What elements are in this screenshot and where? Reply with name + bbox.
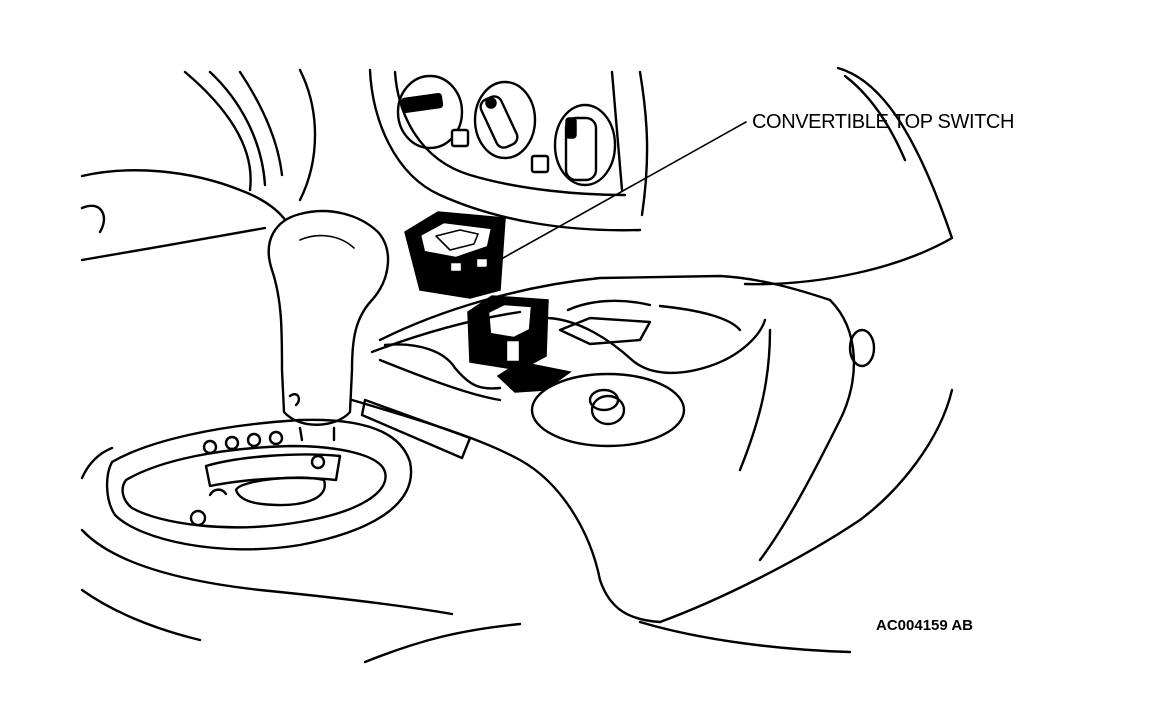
convertible-top-switch — [404, 211, 506, 299]
shift-gate-bezel — [105, 418, 413, 551]
figure-reference-code: AC004159 AB — [876, 617, 973, 634]
lower-trim — [80, 446, 852, 664]
console-body — [350, 274, 954, 624]
callout-label-convertible-top-switch: CONVERTIBLE TOP SWITCH — [752, 111, 1015, 133]
switch-connector — [467, 295, 572, 393]
callout-leader — [477, 121, 747, 273]
right-dash-edge — [743, 66, 954, 286]
shift-lever — [267, 209, 390, 442]
left-dash-trim — [80, 68, 317, 262]
climate-control-panel — [368, 68, 649, 232]
